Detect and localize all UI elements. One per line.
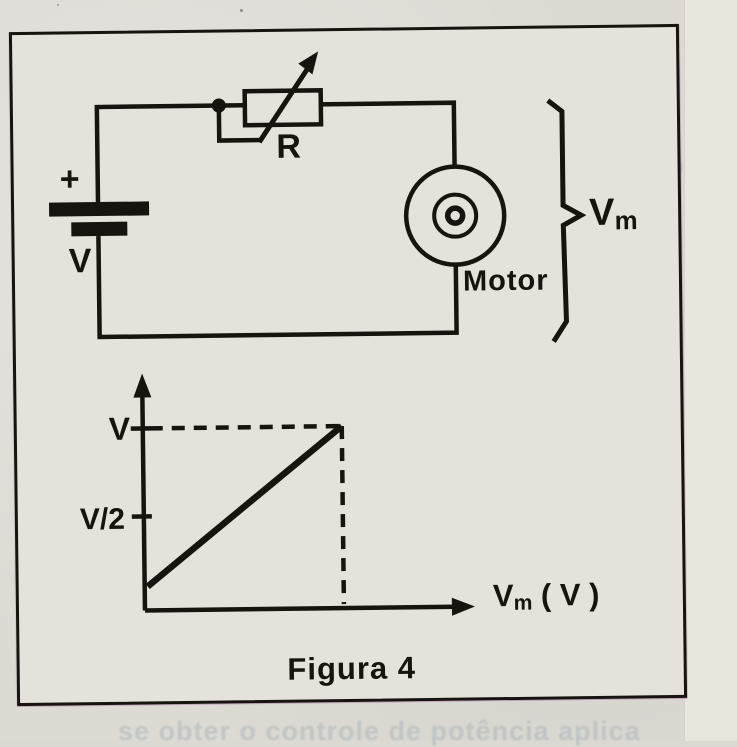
motor-outer-circle <box>406 166 505 265</box>
page-margin-strip <box>684 0 737 741</box>
graph-x-axis <box>145 607 455 611</box>
graph-dashed-vertical <box>342 426 344 604</box>
xlabel-main: V <box>493 578 514 613</box>
vm-sub: m <box>614 207 637 235</box>
resistor-label: R <box>276 130 301 164</box>
graph-data-line <box>146 426 344 586</box>
graph-x-arrow-icon <box>452 597 475 615</box>
figure-frame: + V R Motor Vm V V/2 Vm ( V ) Figura 4 <box>9 24 687 706</box>
vm-brace <box>548 100 583 341</box>
rheostat-arrow-head <box>298 51 318 74</box>
graph-ytick-label-v: V <box>109 413 131 445</box>
scan-speck <box>240 9 243 12</box>
graph-y-arrow-icon <box>133 373 151 397</box>
graph-y-axis <box>142 390 145 611</box>
vm-main: V <box>589 192 615 234</box>
battery-voltage-label: V <box>69 244 92 278</box>
motor-inner-circle <box>448 208 463 223</box>
graph-dashed-horizontal <box>150 426 342 428</box>
graph-x-axis-label: Vm ( V ) <box>493 579 600 611</box>
motor-label: Motor <box>463 267 549 297</box>
bleedthrough-text: se obter o controle de potência aplica <box>118 716 641 747</box>
scan-speck <box>57 4 59 6</box>
vm-measurement-label: Vm <box>589 193 638 232</box>
graph-ytick-label-v2: V/2 <box>80 505 125 536</box>
motor-middle-circle <box>434 194 477 237</box>
xlabel-unit: ( V ) <box>532 577 600 613</box>
wire-bottom <box>98 232 456 337</box>
battery-negative-plate <box>71 222 127 237</box>
xlabel-sub: m <box>513 592 532 615</box>
battery-plus-label: + <box>60 162 80 196</box>
battery-positive-plate <box>49 201 149 216</box>
